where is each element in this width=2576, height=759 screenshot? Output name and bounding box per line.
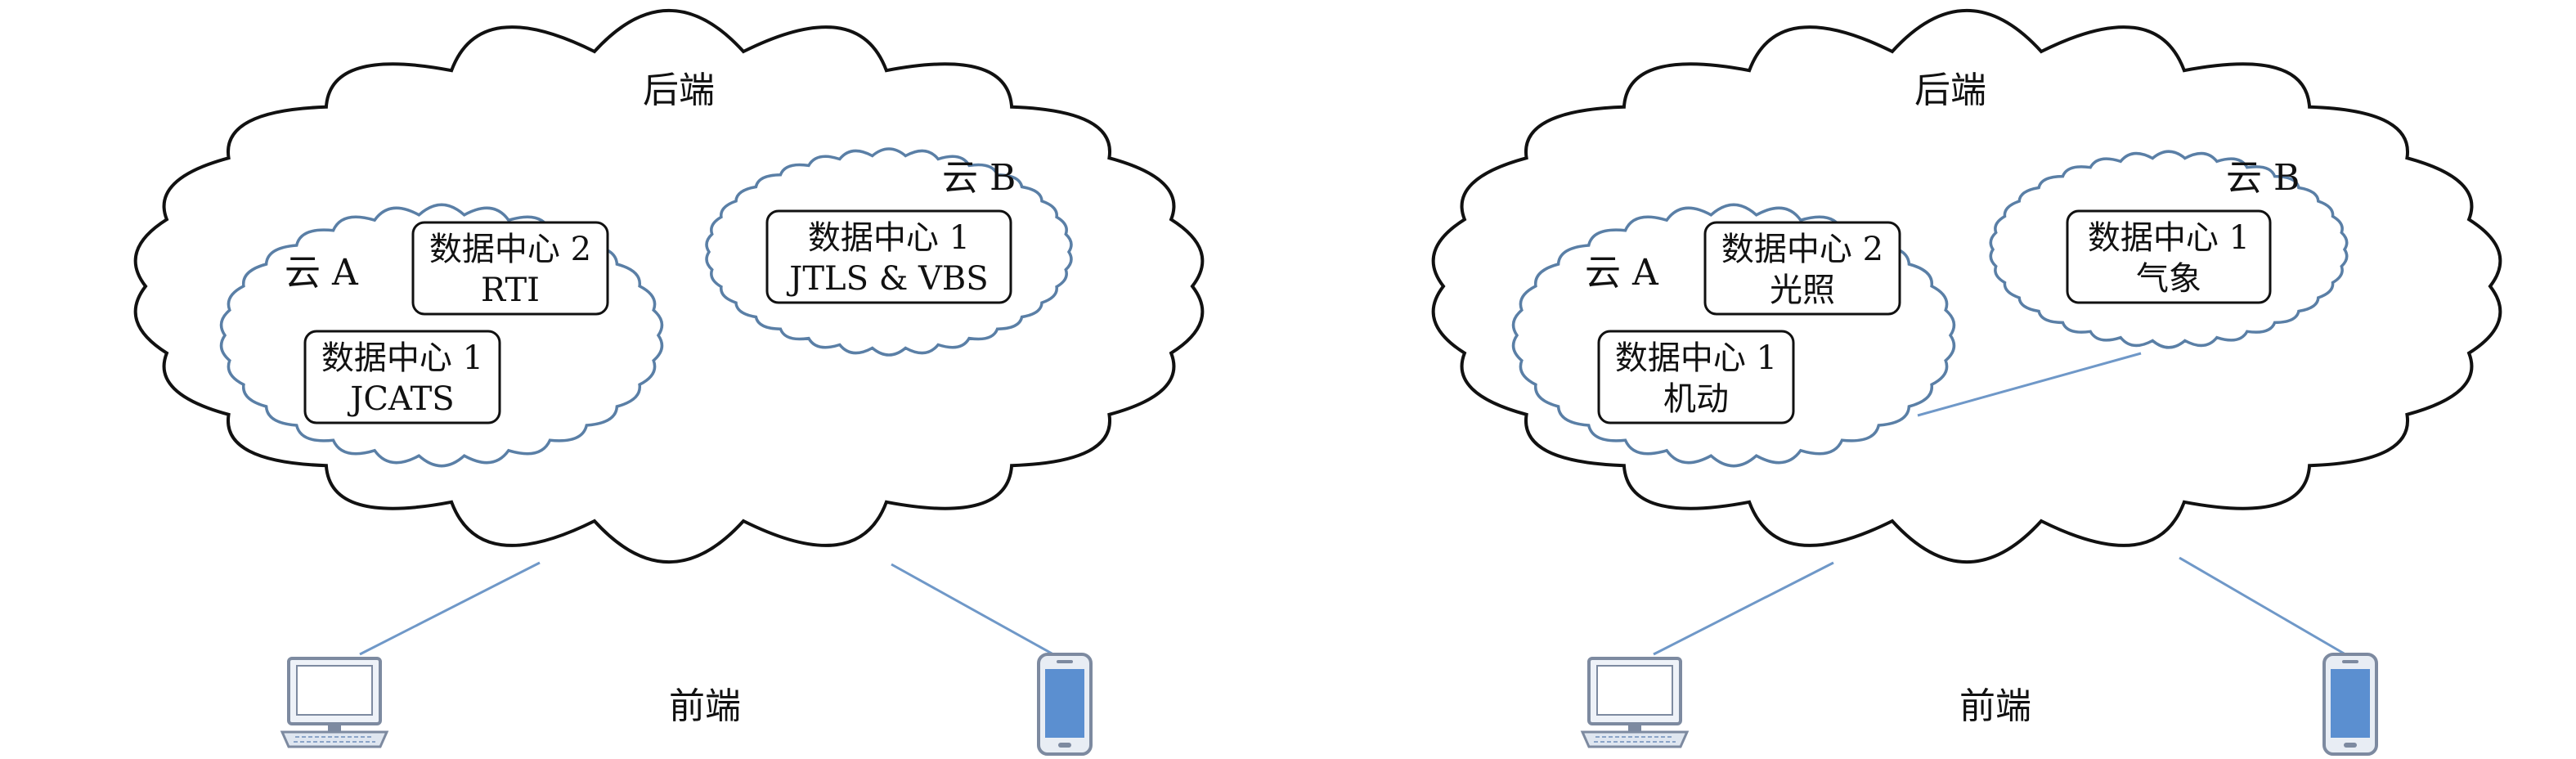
datacenter-service: RTI — [481, 272, 540, 309]
datacenter-name: 数据中心 2 — [429, 231, 591, 268]
datacenter-box-frame — [303, 330, 501, 424]
phone-home-button — [1058, 743, 1071, 748]
phone-screen — [2331, 669, 2370, 738]
datacenter-box-frame — [411, 221, 609, 316]
datacenter-box: 数据中心 2 RTI — [411, 221, 609, 316]
datacenter-box-frame — [765, 209, 1012, 304]
backend-label: 后端 — [1914, 70, 1986, 111]
backend-label: 后端 — [643, 70, 715, 111]
desktop-stand — [1628, 724, 1641, 732]
datacenter-box: 数据中心 1 机动 — [1597, 330, 1795, 424]
datacenter-box-frame — [1703, 221, 1901, 316]
cloud-b-label: 云 B — [942, 157, 1016, 199]
cloud-a-label: 云 A — [285, 252, 359, 294]
connector-line — [891, 563, 1054, 656]
datacenter-service: JTLS & VBS — [786, 260, 988, 298]
smartphone-icon — [2322, 653, 2378, 756]
cloud-link-line — [1917, 352, 2142, 417]
datacenter-name: 数据中心 2 — [1721, 231, 1883, 268]
datacenter-box-frame — [1597, 330, 1795, 424]
cloud-b-outline — [705, 147, 1073, 357]
smartphone-icon — [1037, 653, 1093, 756]
cloud-a-label: 云 A — [1585, 252, 1659, 294]
desktop-screen — [296, 665, 373, 716]
connector-line — [1653, 561, 1834, 656]
datacenter-name: 数据中心 1 — [321, 339, 483, 377]
connector-line — [2179, 556, 2346, 656]
datacenter-box-frame — [2066, 209, 2272, 304]
panel-left: 后端 云 A 数据中心 2 RTI 数据中心 1 JCATS 云 B 数据中心 … — [133, 8, 1205, 756]
cloud-b-label: 云 B — [2226, 157, 2300, 199]
desktop-computer-icon — [1580, 657, 1690, 748]
frontend-label: 前端 — [669, 685, 741, 727]
datacenter-name: 数据中心 1 — [2088, 219, 2250, 257]
datacenter-service: JCATS — [347, 380, 454, 418]
desktop-computer-icon — [280, 657, 389, 748]
datacenter-name: 数据中心 1 — [808, 219, 970, 257]
datacenter-box: 数据中心 1 JTLS & VBS — [765, 209, 1012, 304]
desktop-screen — [1596, 665, 1673, 716]
cloud-b-outline — [1989, 150, 2349, 349]
keyboard-keys — [1594, 736, 1676, 743]
phone-speaker — [1057, 660, 1073, 663]
desktop-stand — [328, 724, 341, 732]
datacenter-service: 光照 — [1770, 272, 1835, 309]
keyboard-keys — [294, 736, 375, 743]
datacenter-box: 数据中心 2 光照 — [1703, 221, 1901, 316]
panel-right: 后端 云 A 数据中心 2 光照 数据中心 1 机动 云 B 数据中心 1 气象… — [1431, 8, 2502, 756]
backend-cloud-outline — [1431, 8, 2502, 564]
frontend-label: 前端 — [1959, 685, 2031, 727]
datacenter-service: 气象 — [2136, 260, 2201, 298]
datacenter-box: 数据中心 1 气象 — [2066, 209, 2272, 304]
phone-screen — [1045, 669, 1084, 738]
phone-speaker — [2342, 660, 2358, 663]
connector-line — [359, 561, 541, 656]
backend-cloud-outline — [133, 8, 1205, 564]
datacenter-service: 机动 — [1663, 380, 1729, 418]
desktop-keyboard — [1580, 730, 1690, 748]
desktop-keyboard — [280, 730, 389, 748]
datacenter-name: 数据中心 1 — [1615, 339, 1777, 377]
phone-home-button — [2344, 743, 2357, 748]
datacenter-box: 数据中心 1 JCATS — [303, 330, 501, 424]
